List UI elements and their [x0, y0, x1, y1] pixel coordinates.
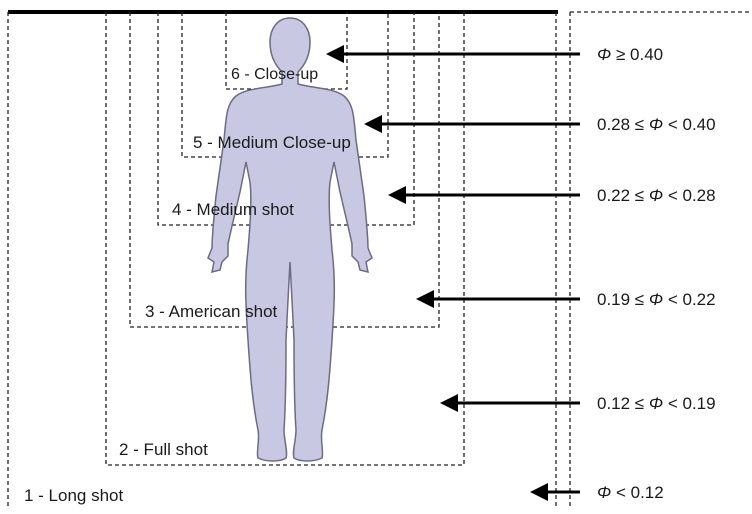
- arrow-close-up: [326, 45, 580, 63]
- range-label-long-shot: Φ < 0.12: [597, 483, 664, 502]
- shot-label-medium-shot: 4 - Medium shot: [172, 200, 294, 219]
- arrow-long-shot: [530, 483, 580, 501]
- range-label-medium-close-up: 0.28 ≤ Φ < 0.40: [597, 115, 716, 134]
- shot-label-full-shot: 2 - Full shot: [119, 440, 208, 459]
- arrow-medium-shot: [388, 186, 580, 204]
- shot-label-close-up: 6 - Close-up: [231, 66, 318, 83]
- human-figure-icon: [208, 18, 372, 461]
- shot-label-american-shot: 3 - American shot: [145, 302, 278, 321]
- shot-label-medium-close-up: 5 - Medium Close-up: [193, 133, 351, 152]
- shot-label-long-shot: 1 - Long shot: [24, 486, 124, 505]
- range-label-american-shot: 0.19 ≤ Φ < 0.22: [597, 290, 716, 309]
- range-label-medium-shot: 0.22 ≤ Φ < 0.28: [597, 186, 716, 205]
- arrow-medium-close-up: [364, 115, 580, 133]
- range-label-full-shot: 0.12 ≤ Φ < 0.19: [597, 394, 716, 413]
- arrow-full-shot: [440, 394, 580, 412]
- range-label-close-up: Φ ≥ 0.40: [597, 45, 663, 64]
